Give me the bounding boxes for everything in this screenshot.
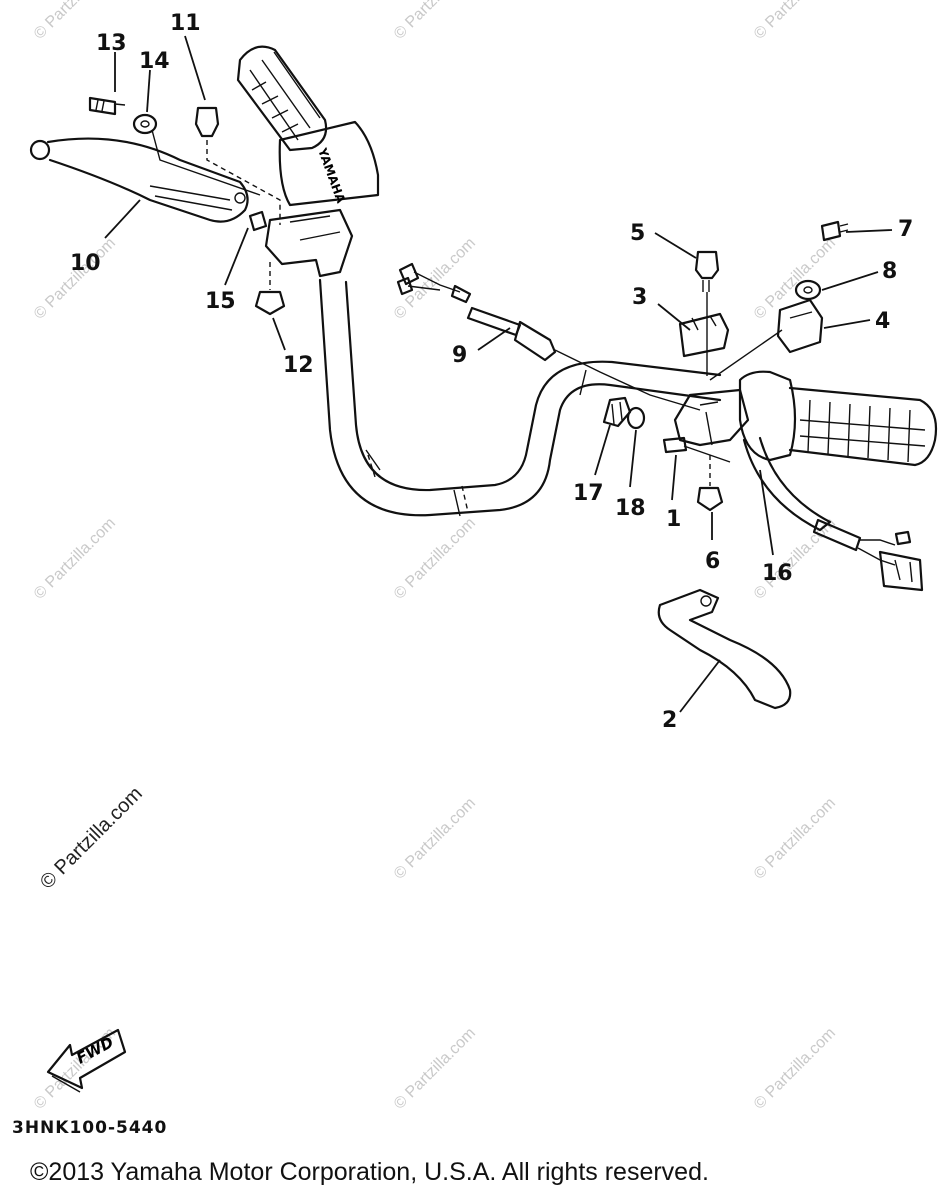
watermark: © Partzilla.com <box>751 1025 839 1113</box>
callout-13: 13 <box>96 31 127 56</box>
watermark: © Partzilla.com <box>751 235 839 323</box>
throttle-cable <box>396 262 701 411</box>
callout-1: 1 <box>666 507 681 532</box>
right-hardware <box>602 220 849 512</box>
callout-5: 5 <box>630 221 645 246</box>
right-grip-assembly <box>673 370 938 467</box>
diagram-code: 3HNK100-5440 <box>12 1118 168 1138</box>
switch-wiring <box>742 436 924 592</box>
left-hardware <box>88 96 286 316</box>
handlebar <box>318 278 722 517</box>
watermark: © Partzilla.com <box>391 1025 479 1113</box>
watermark: © Partzilla.com <box>391 515 479 603</box>
callout-4: 4 <box>875 309 890 334</box>
callout-12: 12 <box>283 353 314 378</box>
callout-17: 17 <box>573 481 604 506</box>
callout-14: 14 <box>139 49 170 74</box>
watermark: © Partzilla.com <box>391 0 479 43</box>
watermark: © Partzilla.com <box>751 795 839 883</box>
callout-7: 7 <box>898 217 913 242</box>
right-lever <box>657 588 792 710</box>
callout-18: 18 <box>615 496 646 521</box>
callout-10: 10 <box>70 251 101 276</box>
callout-15: 15 <box>205 289 236 314</box>
copyright-notice: ©2013 Yamaha Motor Corporation, U.S.A. A… <box>30 1158 709 1186</box>
watermark: © Partzilla.com <box>751 515 839 603</box>
watermark-prominent: © Partzilla.com <box>36 783 147 894</box>
watermark: © Partzilla.com <box>751 0 839 43</box>
grip-brand-label: YAMAHA <box>315 145 348 205</box>
left-lever <box>29 137 249 223</box>
callout-8: 8 <box>882 259 897 284</box>
left-grip-assembly: YAMAHA <box>236 45 380 278</box>
watermark: © Partzilla.com <box>31 515 119 603</box>
callout-11: 11 <box>170 11 201 36</box>
callout-16: 16 <box>762 561 793 586</box>
callout-2: 2 <box>662 708 677 733</box>
callout-3: 3 <box>632 285 647 310</box>
callout-numbers: 13 14 11 10 15 12 5 3 7 8 4 9 17 18 1 6 … <box>70 11 913 733</box>
watermark: © Partzilla.com <box>391 795 479 883</box>
leader-lines <box>104 35 893 713</box>
callout-6: 6 <box>705 549 720 574</box>
watermark: © Partzilla.com <box>31 235 119 323</box>
callout-9: 9 <box>452 343 467 368</box>
